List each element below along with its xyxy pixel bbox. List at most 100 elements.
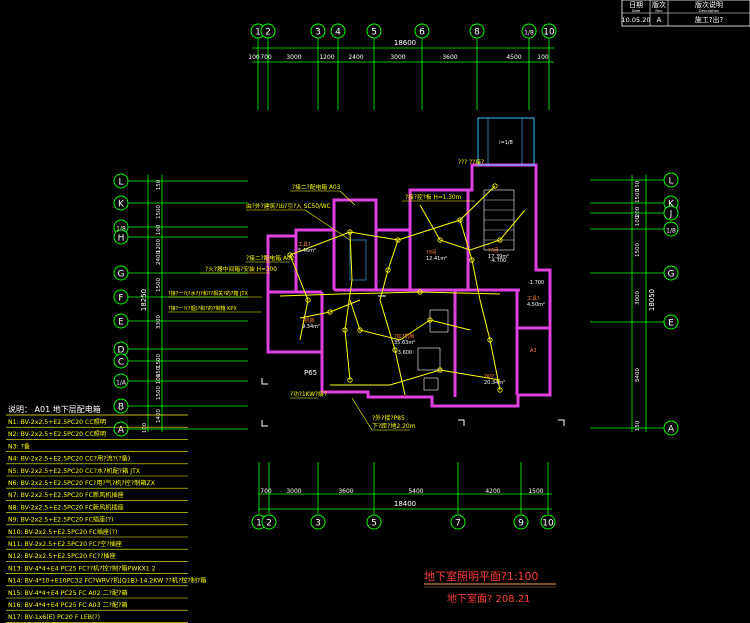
light-fixture-icon [395, 237, 401, 243]
svg-text:3: 3 [315, 28, 321, 38]
corner-marks [261, 295, 565, 427]
top-dim-seg-8: 100 [537, 54, 549, 61]
svg-text:B: B [118, 403, 124, 413]
svg-text:9: 9 [518, 519, 524, 529]
svg-text:L: L [118, 178, 123, 188]
svg-text:F: F [118, 294, 123, 304]
room-area: 12.41m² [426, 256, 447, 262]
axis-bubble-top: 4 [330, 23, 346, 39]
left-total-dimension: 18250 [140, 289, 148, 311]
title-block: 日期 版次 版次说明 Date Rev. Description 10.05.2… [622, 0, 750, 27]
bottom-dim-seg-4: 4200 [485, 488, 500, 495]
svg-text:E: E [668, 319, 674, 329]
axis-bubble-left: L [113, 173, 129, 189]
axis-bubble-top: 5 [366, 23, 382, 39]
legend-row: N5: BV-2x2.5+E2.5PC20 CC?水?机配?箱 JTX [8, 467, 141, 475]
axis-bubble-right: 1/8 [663, 221, 679, 237]
annotation-a03: ?接二?配电箱 A03 [292, 183, 341, 191]
annotation-sc50: 由?外?建筑?出?引?入 SC50/WC [246, 202, 331, 210]
legend-row: N7: BV-2x2.5+E2.5PC20 FC新风机插座 [8, 491, 124, 499]
light-fixture-icon [437, 237, 443, 243]
svg-text:1/8: 1/8 [524, 30, 534, 37]
left-dim-seg-12: 100 [142, 422, 148, 433]
room-area: 20.34m² [484, 380, 505, 386]
svg-text:5: 5 [371, 28, 377, 38]
legend-row: N16: BV-4*4+E4 PC25 FC A03 二?配?箱 [8, 601, 128, 609]
axis-bubble-left: E [113, 313, 129, 329]
left-dim-seg-8: 150 [156, 366, 162, 377]
light-fixture-icon [457, 217, 463, 223]
left-dim-seg-6: 3300 [156, 315, 162, 329]
svg-text:J: J [669, 210, 673, 220]
room-label: 工具? [527, 296, 540, 302]
room-label: ?动? [484, 373, 495, 380]
light-fixture-icon [392, 347, 398, 353]
svg-text:10: 10 [542, 519, 554, 529]
wiring [279, 185, 526, 396]
svg-text:G: G [668, 270, 675, 280]
title-block-desc: 施工?出? [695, 15, 724, 24]
room-label: ?机房 [302, 317, 315, 324]
legend-row: N2: BV-2x2.5+E2.5PC20 CC照明 [8, 431, 106, 438]
legend-row: N3: ?备 [8, 442, 31, 450]
right-dim-seg-1: 1500 [635, 189, 641, 203]
left-dim-seg-9: 100 [156, 373, 162, 384]
svg-text:K: K [668, 200, 675, 210]
light-fixture-icon [357, 327, 363, 333]
axis-bubble-right: G [663, 265, 679, 281]
axis-bubble-left: K [113, 195, 129, 211]
light-fixture-icon [342, 327, 348, 333]
svg-text:H: H [118, 234, 125, 244]
legend-title: 说明： A01 地下层配电箱 [8, 404, 101, 414]
light-fixture-icon [469, 257, 475, 263]
legend-row: N1: BV-2x2.5+E2.5PC20 CC照明 [8, 419, 106, 426]
light-fixture-icon [437, 367, 443, 373]
legend-row: N4: BV-2x2.5+E2.5PC20 CC?用?流?(?备) [8, 455, 130, 463]
annotation-h130: ?接?控?板 H=1.30m [405, 193, 462, 201]
title-block-date: 10.05.20 [622, 16, 651, 24]
legend-rows: N1: BV-2x2.5+E2.5PC20 CC照明 N2: BV-2x2.5+E… [6, 414, 206, 623]
top-dim-seg-0: 100 [248, 54, 260, 61]
annotations: ?接二?配电箱 A03 由?外?建筑?出?引?入 SC50/WC ?接?控?板 … [168, 158, 544, 430]
light-fixture-icon [417, 289, 423, 295]
room-area: 9.34m² [302, 324, 320, 330]
right-dim-seg-3: 100 [635, 215, 641, 226]
legend-row: N12: BV-2x2.5+E2.5PC20 FC??插座 [8, 552, 116, 560]
annotation-jtx: ?接?一?(?水?)?和??相关?的?箱 JTX [168, 290, 249, 297]
right-dim-seg-2: 200 [635, 206, 641, 217]
annotation-kpx: ?接?一?(?烟)?和?的?制箱 KPX [168, 305, 237, 312]
axis-bubble-top: 3 [310, 23, 326, 39]
title-block-rev: A [657, 16, 662, 24]
svg-text:A: A [118, 426, 125, 436]
top-dim-seg-6: 3600 [442, 54, 457, 61]
top-dim-seg-5: 3000 [390, 54, 405, 61]
svg-text:C: C [118, 358, 124, 368]
annotation-elev2: -3.600 [396, 350, 412, 356]
light-fixture-icon [327, 309, 333, 315]
light-fixture-icon [305, 297, 311, 303]
bottom-dim-seg-5: 1500 [528, 488, 543, 495]
annotation-h300: ?火?器中间箱?安装 H=300 [205, 265, 277, 273]
axis-bubble-left: B [113, 398, 129, 414]
left-dim-seg-11: 1400 [156, 409, 162, 423]
annotation-top-right: ??? ??接? [458, 158, 484, 166]
svg-text:5: 5 [371, 519, 377, 529]
legend-row: N10: BV-2x2.5+E2.5PC20 FC插座(?) [8, 528, 117, 536]
axis-bubble-top: 6 [414, 23, 430, 39]
leader-lines [168, 190, 475, 431]
left-dim-seg-10: 1500 [156, 386, 162, 400]
axis-bubble-bottom: 2 [261, 514, 277, 530]
legend-row: N6: BV-2x2.5+E2.5PC20 FC?用?气?机?控?制箱ZX [8, 479, 156, 487]
axis-bubble-left: 1/A [113, 373, 129, 389]
room-area: 17.39m² [488, 254, 509, 260]
svg-text:D: D [118, 346, 125, 356]
svg-text:L: L [668, 177, 673, 187]
title-block-sub-rev: Rev. [655, 9, 662, 13]
bottom-dim-seg-3: 5400 [408, 488, 423, 495]
title-block-sub-desc: Description [699, 9, 719, 13]
left-dim-seg-0: 150 [156, 179, 162, 190]
svg-text:1: 1 [256, 519, 262, 529]
legend-row: N8: BV-2x2.5+E2.5PC20 FC新风机插座 [8, 503, 124, 511]
svg-text:1/8: 1/8 [116, 226, 126, 233]
